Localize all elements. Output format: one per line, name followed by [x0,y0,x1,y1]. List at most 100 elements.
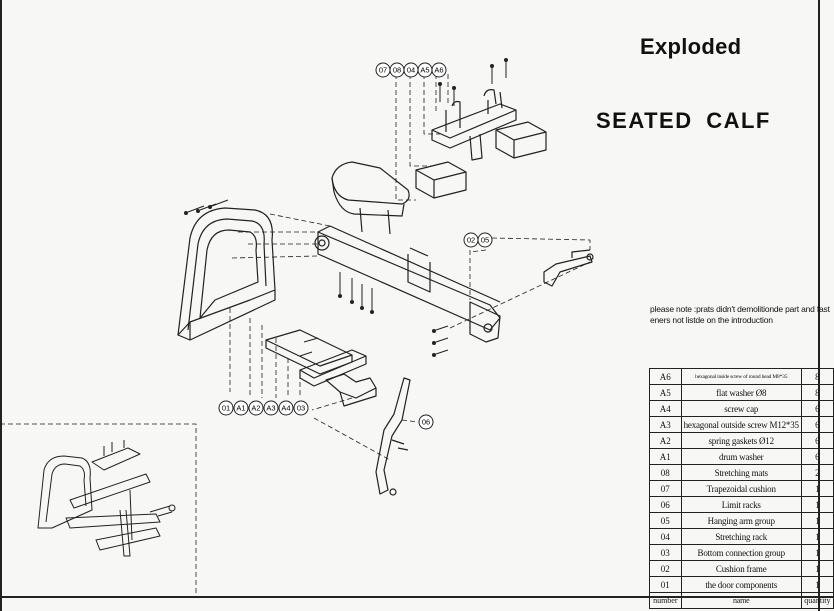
part-trapezoidal-cushion [331,161,410,235]
bom-cell-code: 05 [649,512,682,529]
bom-cell-qty: 1 [800,480,834,497]
callout-label: A4 [281,404,290,413]
bom-cell-qty: 6 [800,416,834,433]
bom-cell-qty: 2 [800,464,834,481]
bom-cell-name: Bottom connection group [680,544,802,561]
bom-cell-name: Stretching rack [680,528,802,545]
bom-cell-name: hexagonal inside screw of round head M8*… [680,368,802,385]
frame-border-bottom [0,596,834,598]
bom-cell-code: A4 [649,400,682,417]
callout-bubble-04: 04 [403,62,419,78]
callout-label: A5 [420,66,429,75]
part-cushion-frame [314,225,501,343]
bom-cell-name: Stretching mats [680,464,802,481]
callout-label: A6 [434,66,443,75]
bom-cell-code: A5 [649,384,682,401]
callout-label: 04 [407,66,415,75]
callout-bubble-01: 01 [218,400,234,416]
callout-bubble-A5: A5 [417,62,433,78]
assembled-thumbnail [37,440,176,557]
bom-cell-name: Cushion frame [680,560,802,577]
callout-bubble-A4: A4 [278,400,294,416]
bom-cell-qty: 1 [800,496,834,513]
bom-cell-code: A1 [649,448,682,465]
assembly-note: please note :prats didn't demolitionde p… [650,304,830,325]
callout-label: 08 [393,66,401,75]
bom-cell-code: A6 [649,368,682,385]
bom-cell-code: 02 [649,560,682,577]
part-stretching-rack [431,89,517,161]
bom-cell-name: hexagonal outside screw M12*35 [680,416,802,433]
bom-header-qty: quantity [800,592,834,609]
bom-header-code: number [649,592,682,609]
bom-cell-name: Hanging arm group [680,512,802,529]
bom-cell-name: drum washer [680,448,802,465]
part-door-frame [177,207,276,341]
callout-bubble-08: 08 [389,62,405,78]
bom-cell-qty: 6 [800,448,834,465]
bom-cell-name: spring gaskets Ø12 [680,432,802,449]
bom-cell-code: 03 [649,544,682,561]
bom-cell-code: 08 [649,464,682,481]
bom-cell-name: the door components [680,576,802,593]
bom-cell-code: 07 [649,480,682,497]
bom-header-name: name [680,592,802,609]
frame-border-left [0,0,2,611]
callout-bubble-05: 05 [477,232,493,248]
bom-cell-qty: 8 [800,368,834,385]
bom-cell-code: 06 [649,496,682,513]
callout-label: 03 [297,404,305,413]
frame-border-right [818,0,820,611]
bom-cell-code: 01 [649,576,682,593]
callout-label: 06 [422,418,430,427]
callout-bubble-A2: A2 [248,400,264,416]
callout-label: 07 [379,66,387,75]
callout-bubble-A1: A1 [233,400,249,416]
bom-cell-name: Trapezoidal cushion [680,480,802,497]
bom-cell-qty: 1 [800,560,834,577]
bom-cell-code: A2 [649,432,682,449]
bom-cell-code: 04 [649,528,682,545]
bom-cell-qty: 6 [800,400,834,417]
bom-cell-qty: 6 [800,432,834,449]
callout-bubble-A3: A3 [263,400,279,416]
bom-cell-qty: 1 [800,512,834,529]
callout-label: A2 [251,404,260,413]
callout-label: 02 [467,236,475,245]
callout-bubble-A6: A6 [431,62,447,78]
callout-bubble-03: 03 [293,400,309,416]
bom-cell-name: Limit racks [680,496,802,513]
callout-label: 01 [222,404,230,413]
bom-cell-qty: 1 [800,576,834,593]
callout-label: A1 [236,404,245,413]
bom-cell-code: A3 [649,416,682,433]
part-limit-rack [375,377,411,496]
bom-cell-qty: 1 [800,528,834,545]
drawing-title-exploded: Exploded [640,34,742,59]
callout-bubble-06: 06 [418,414,434,430]
bom-cell-qty: 8 [800,384,834,401]
bom-cell-name: flat washer Ø8 [680,384,802,401]
callout-bubble-02: 02 [463,232,479,248]
bom-cell-name: screw cap [680,400,802,417]
drawing-title-product: SEATED CALF [596,108,771,133]
callout-label: A3 [266,404,275,413]
